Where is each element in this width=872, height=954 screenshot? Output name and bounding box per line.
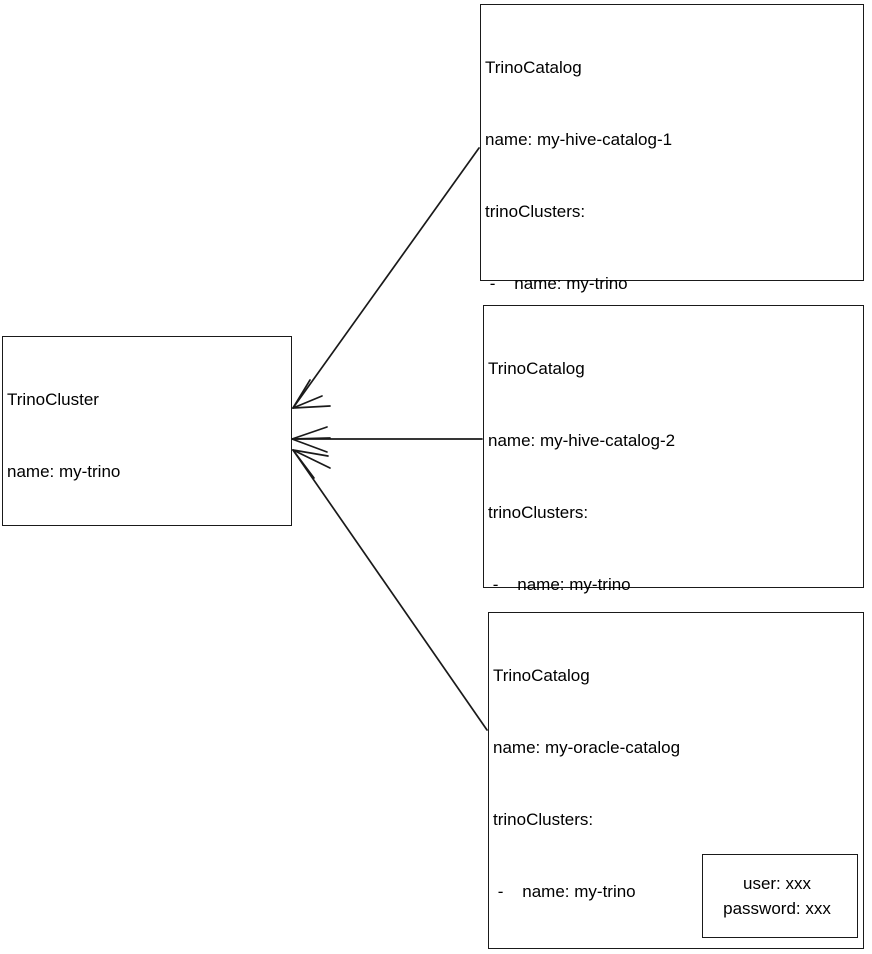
trino-catalog-hive-2-node[interactable]: TrinoCatalog name: my-hive-catalog-2 tri…: [483, 305, 864, 882]
trino-catalog-oracle-node[interactable]: TrinoCatalog name: my-oracle-catalog tri…: [488, 612, 864, 949]
catalog-oracle-line-2: trinoClusters:: [493, 810, 594, 829]
catalog-hive-1-line-2: trinoClusters:: [485, 202, 586, 221]
trino-cluster-line-1: name: my-trino: [7, 462, 121, 481]
edge-hive-catalog-1-to-cluster: [292, 147, 480, 409]
trino-cluster-node[interactable]: TrinoCluster name: my-trino: [2, 336, 292, 526]
oracle-credentials-secret-node[interactable]: user: xxx password: xxx: [702, 854, 858, 938]
edge-hive-catalog-2-to-cluster: [291, 426, 483, 453]
catalog-hive-2-line-2: trinoClusters:: [488, 503, 589, 522]
trino-catalog-oracle-text: TrinoCatalog name: my-oracle-catalog tri…: [493, 616, 861, 954]
oracle-credentials-secret-text: user: xxx password: xxx: [703, 871, 851, 921]
catalog-oracle-line-1: name: my-oracle-catalog: [493, 738, 681, 757]
edge-oracle-catalog-to-cluster: [292, 449, 488, 731]
trino-cluster-line-0: TrinoCluster: [7, 390, 99, 409]
trino-catalog-hive-1-node[interactable]: TrinoCatalog name: my-hive-catalog-1 tri…: [480, 4, 864, 653]
secret-line-1: password: xxx: [723, 899, 831, 918]
catalog-hive-1-line-0: TrinoCatalog: [485, 58, 582, 77]
secret-line-0: user: xxx: [742, 874, 812, 893]
catalog-hive-2-line-3: - name: my-trino: [488, 575, 631, 594]
catalog-oracle-line-3: - name: my-trino: [493, 882, 636, 901]
catalog-hive-2-line-1: name: my-hive-catalog-2: [488, 431, 676, 450]
trino-cluster-text: TrinoCluster name: my-trino: [7, 340, 289, 532]
catalog-hive-1-line-3: - name: my-trino: [485, 274, 628, 293]
catalog-hive-2-line-0: TrinoCatalog: [488, 359, 585, 378]
catalog-oracle-line-0: TrinoCatalog: [493, 666, 590, 685]
catalog-hive-1-line-1: name: my-hive-catalog-1: [485, 130, 673, 149]
